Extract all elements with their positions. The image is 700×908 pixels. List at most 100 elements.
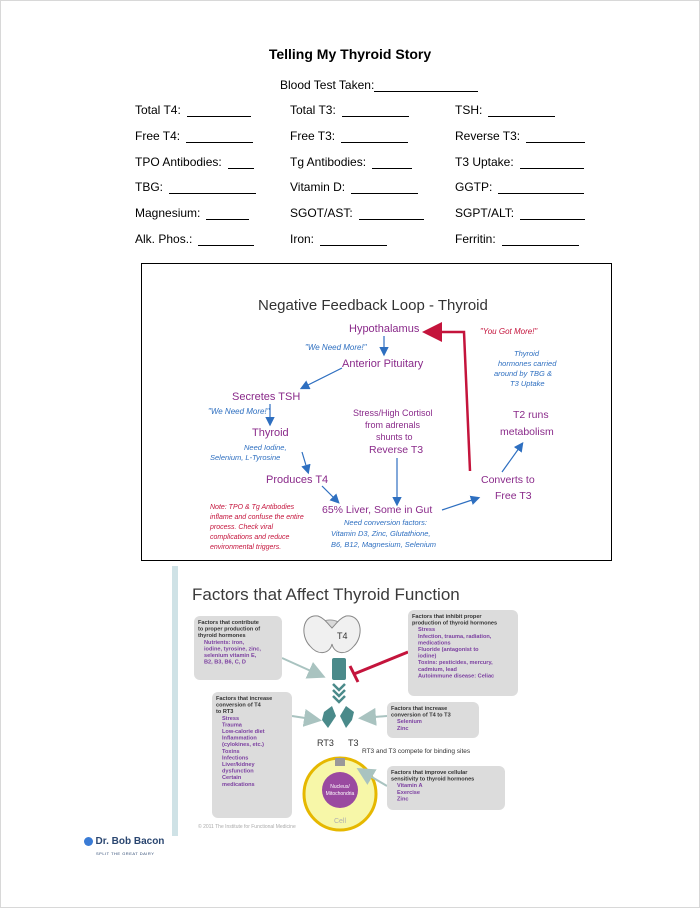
note-line-4: complications and reduce	[210, 534, 289, 541]
factor-item: medications	[222, 782, 255, 788]
factor-item: Liver/kidney	[222, 762, 256, 768]
nucleus-line-1: Nucleus/	[330, 784, 350, 790]
converts-line-1: Converts to	[481, 474, 535, 486]
lab-field-input-line[interactable]	[186, 104, 251, 117]
factor-heading-line: Factors that increase	[391, 706, 447, 712]
blood-test-label: Blood Test Taken:	[280, 78, 375, 92]
factor-item: Zinc	[397, 796, 409, 802]
lab-field: Free T4:	[135, 129, 254, 143]
note-line-2: inflame and confuse the entire	[210, 514, 304, 521]
lab-field-input-line[interactable]	[372, 156, 413, 169]
factor-item: Stress	[222, 716, 239, 722]
inhibit-line	[353, 650, 409, 676]
factor-item: Fluoride (antagonist to	[418, 647, 479, 653]
lab-field: SGPT/ALT:	[455, 206, 586, 220]
lab-field: GGTP:	[455, 180, 585, 194]
arrow-converts-t2	[501, 442, 524, 473]
lab-field: Reverse T3:	[455, 129, 586, 143]
arrow-increase-t3	[358, 707, 388, 726]
we-need-more-2: "We Need More!"	[208, 407, 271, 416]
factor-item: Vitamin A	[397, 783, 423, 789]
liver-label: 65% Liver, Some in Gut	[322, 504, 432, 516]
copyright-text: © 2011 The Institute for Functional Medi…	[198, 823, 296, 830]
factor-item: Infection, trauma, radiation,	[418, 634, 492, 640]
arrow-contribute	[281, 657, 326, 679]
feedback-title: Negative Feedback Loop - Thyroid	[258, 297, 488, 314]
factor-heading-line: to RT3	[216, 709, 233, 715]
lab-field: TSH:	[455, 103, 556, 117]
lab-field-input-line[interactable]	[341, 104, 409, 117]
lab-field-label: Ferritin:	[455, 232, 496, 246]
factor-item: selenium vitamin E,	[204, 653, 257, 659]
factor-heading-line: sensitivity to thyroid hormones	[391, 777, 474, 783]
t4-label: T4	[337, 631, 348, 641]
lab-field-input-line[interactable]	[320, 233, 388, 246]
lab-field-label: Total T4:	[135, 103, 181, 117]
lab-field-input-line[interactable]	[227, 156, 254, 169]
lab-field-label: Free T3:	[290, 129, 336, 143]
arrow-sensitivity	[356, 767, 388, 787]
lab-field-input-line[interactable]	[198, 233, 255, 246]
anterior-pituitary-label: Anterior Pituitary	[342, 358, 424, 370]
t2-line-2: metabolism	[500, 426, 554, 438]
lab-field-input-line[interactable]	[206, 207, 250, 220]
note-line-1: Note: TPO & Tg Antibodies	[210, 504, 295, 511]
arrow-thyroid-t4	[301, 451, 311, 475]
lab-field-input-line[interactable]	[169, 181, 257, 194]
hypothalamus-label: Hypothalamus	[349, 323, 420, 335]
lab-field-label: Reverse T3:	[455, 129, 521, 143]
lab-field: TBG:	[135, 180, 257, 194]
t3-molecule	[340, 706, 354, 728]
lab-field: Magnesium:	[135, 206, 250, 220]
carried-line-2: hormones carried	[498, 359, 557, 368]
blood-test-input-line[interactable]	[374, 79, 479, 92]
lab-field: Total T3:	[290, 103, 409, 117]
arrow-pituitary-tsh	[299, 367, 343, 390]
factor-item: B2, B3, B6, C, D	[204, 660, 246, 666]
lab-field-input-line[interactable]	[501, 233, 579, 246]
lab-field-input-line[interactable]	[520, 207, 586, 220]
lab-field-input-line[interactable]	[358, 207, 424, 220]
lab-field-label: T3 Uptake:	[455, 155, 514, 169]
arrow-increase-rt3	[291, 708, 322, 727]
rt3-label: RT3	[317, 738, 334, 748]
lab-field-input-line[interactable]	[341, 130, 409, 143]
factor-item: iodine)	[418, 654, 436, 660]
factor-item: Autoimmune disease: Celiac	[418, 673, 494, 679]
factor-item: Nutrients: iron,	[204, 640, 245, 646]
carried-line-4: T3 Uptake	[510, 379, 545, 388]
lab-field-input-line[interactable]	[519, 156, 584, 169]
chevrons	[332, 683, 346, 704]
cell-label: Cell	[334, 818, 347, 825]
lab-field-input-line[interactable]	[488, 104, 556, 117]
negative-feedback-diagram: Negative Feedback Loop - Thyroid Hypotha…	[141, 263, 612, 561]
lab-field-input-line[interactable]	[526, 130, 586, 143]
t3-label: T3	[348, 738, 359, 748]
lab-field-label: SGOT/AST:	[290, 206, 353, 220]
inhibit-bar	[348, 665, 360, 683]
factor-heading-line: Factors that contribute	[198, 620, 259, 626]
factor-item: Toxins: pesticides, mercury,	[418, 660, 493, 666]
factor-item: Toxins	[222, 749, 240, 755]
lab-field-input-line[interactable]	[186, 130, 254, 143]
factor-item: (cylokines, etc.)	[222, 742, 264, 748]
lab-field-label: TPO Antibodies:	[135, 155, 222, 169]
arrow-liver-converts	[441, 495, 481, 511]
logo-icon	[84, 837, 93, 847]
need-iodine-text: Need Iodine,	[244, 443, 287, 452]
lab-field-input-line[interactable]	[498, 181, 585, 194]
nucleus-line-2: Mitochondria	[326, 791, 355, 797]
page-title: Telling My Thyroid Story	[268, 46, 432, 62]
factor-item: Inflammation	[222, 736, 257, 742]
lab-field-input-line[interactable]	[351, 181, 419, 194]
stress-line-1: Stress/High Cortisol	[353, 408, 433, 418]
factor-item: cadmium, lead	[418, 667, 457, 673]
cell-illustration: Nucleus/ Mitochondria Cell	[302, 756, 378, 832]
t4-molecule	[332, 658, 346, 680]
arrow-converts-hypothalamus	[422, 322, 472, 472]
factor-heading-line: Factors that increase	[216, 696, 272, 702]
lab-field-label: Iron:	[290, 232, 315, 246]
factor-box-sensitivity: Factors that improve cellularsensitivity…	[387, 766, 505, 810]
lab-field-label: Free T4:	[135, 129, 181, 143]
